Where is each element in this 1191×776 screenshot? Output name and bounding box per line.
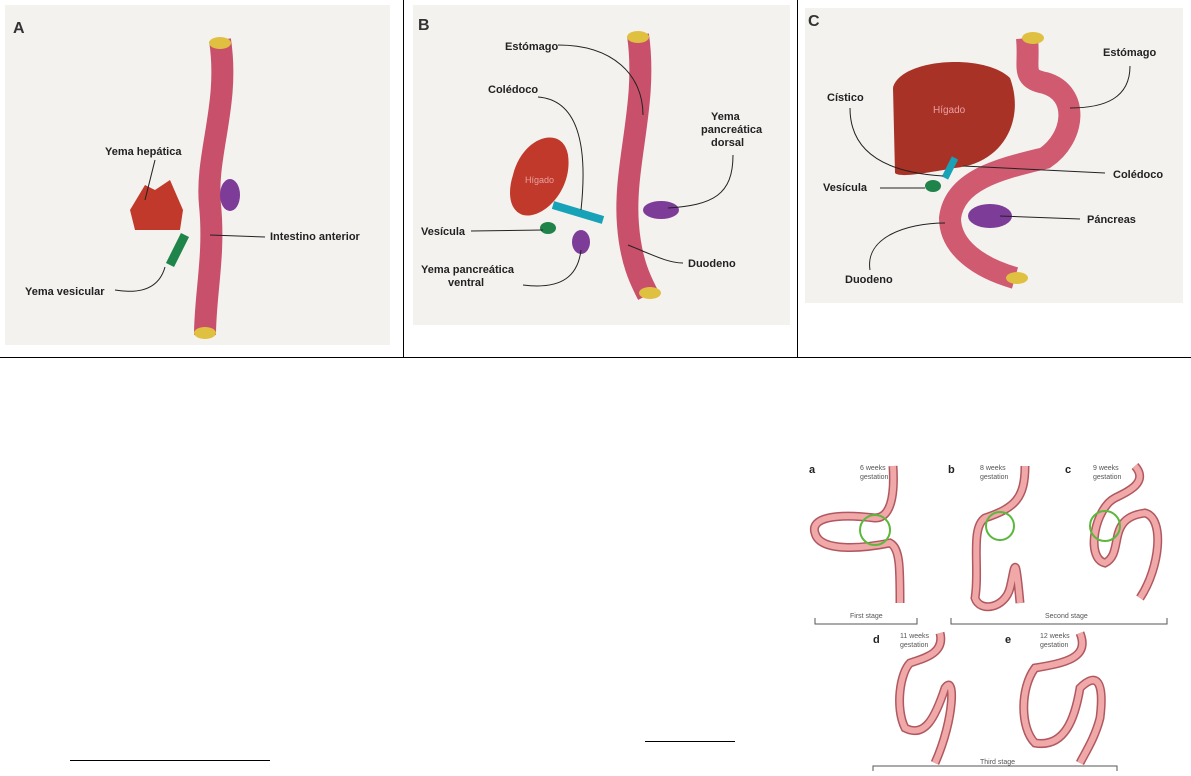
svg-text:gestation: gestation [1040,642,1069,649]
svg-text:Second stage: Second stage [1045,613,1088,620]
footnote-separator [70,760,270,761]
svg-text:Hígado: Hígado [933,105,966,116]
svg-text:a: a [809,464,816,476]
gut-tube [616,33,658,300]
svg-text:b: b [948,464,955,476]
svg-text:gestation: gestation [980,474,1009,481]
svg-text:Vesícula: Vesícula [421,226,466,238]
underline-rule [645,741,735,742]
gut-tube [938,36,1081,289]
label: Yema hepática [105,146,182,158]
svg-text:pancreática: pancreática [701,124,763,136]
choledoch [551,201,605,224]
svg-text:gestation: gestation [900,642,929,649]
svg-text:gestation: gestation [860,474,889,481]
tube-opening [194,327,216,339]
svg-text:ventral: ventral [448,277,484,289]
hepatic-bud [130,180,183,230]
svg-text:Yema: Yema [711,111,741,123]
label: Yema vesicular [25,286,105,298]
gallbladder [925,180,941,192]
stage-a: a 6 weeks gestation [809,464,905,604]
svg-text:Colédoco: Colédoco [1113,169,1163,181]
svg-text:First stage: First stage [850,613,883,620]
svg-text:dorsal: dorsal [711,137,744,149]
svg-text:gestation: gestation [1093,474,1122,481]
gut-rotation-figure: a 6 weeks gestation b 8 weeks gestation … [805,458,1191,771]
figure-panel-a: A Yema hepática Intestino anterior Yema … [5,5,390,345]
pancreas [968,204,1012,228]
svg-text:Yema pancreática: Yema pancreática [421,264,515,276]
svg-text:Estómago: Estómago [505,41,558,53]
svg-text:Duodeno: Duodeno [845,274,893,286]
svg-text:Hígado: Hígado [525,175,554,185]
stage-e: e 12 weeks gestation [1005,631,1106,766]
label: Intestino anterior [270,231,361,243]
tube-opening [209,37,231,49]
stage-b: b 8 weeks gestation [948,464,1030,612]
svg-text:Duodeno: Duodeno [688,258,736,270]
svg-text:6 weeks: 6 weeks [860,465,886,472]
dorsal-bud [643,201,679,219]
table-cell-b [404,0,798,357]
panel-letter: C [808,13,820,30]
vesicular-bud [165,232,190,268]
svg-text:11 weeks: 11 weeks [900,633,930,640]
svg-text:Colédoco: Colédoco [488,84,538,96]
foregut-tube [194,38,234,336]
svg-text:Vesícula: Vesícula [823,182,868,194]
svg-text:12 weeks: 12 weeks [1040,633,1070,640]
table-border [0,357,1191,358]
pancreatic-bud [220,179,240,211]
svg-text:Páncreas: Páncreas [1087,214,1136,226]
svg-text:c: c [1065,464,1071,476]
svg-text:Third stage: Third stage [980,759,1015,766]
ventral-bud [572,230,590,254]
panel-letter: A [13,20,25,37]
liver [510,137,569,216]
panel-letter: B [418,17,430,34]
svg-text:d: d [873,634,880,646]
figure-panel-c: C Hígado Estómago Cístico Colédoco Vesíc… [805,8,1183,303]
svg-text:Estómago: Estómago [1103,47,1156,59]
svg-text:Cístico: Cístico [827,92,864,104]
liver [893,61,1015,176]
stage-d: d 11 weeks gestation [873,631,956,765]
svg-text:8 weeks: 8 weeks [980,465,1006,472]
svg-text:9 weeks: 9 weeks [1093,465,1119,472]
svg-text:e: e [1005,634,1011,646]
figure-panel-b: B Hígado Estómago Colédoco Yema pancreát… [413,5,790,325]
gallbladder [540,222,556,234]
table-cell-a [0,0,404,357]
stage-c: c 9 weeks gestation [1065,463,1163,601]
